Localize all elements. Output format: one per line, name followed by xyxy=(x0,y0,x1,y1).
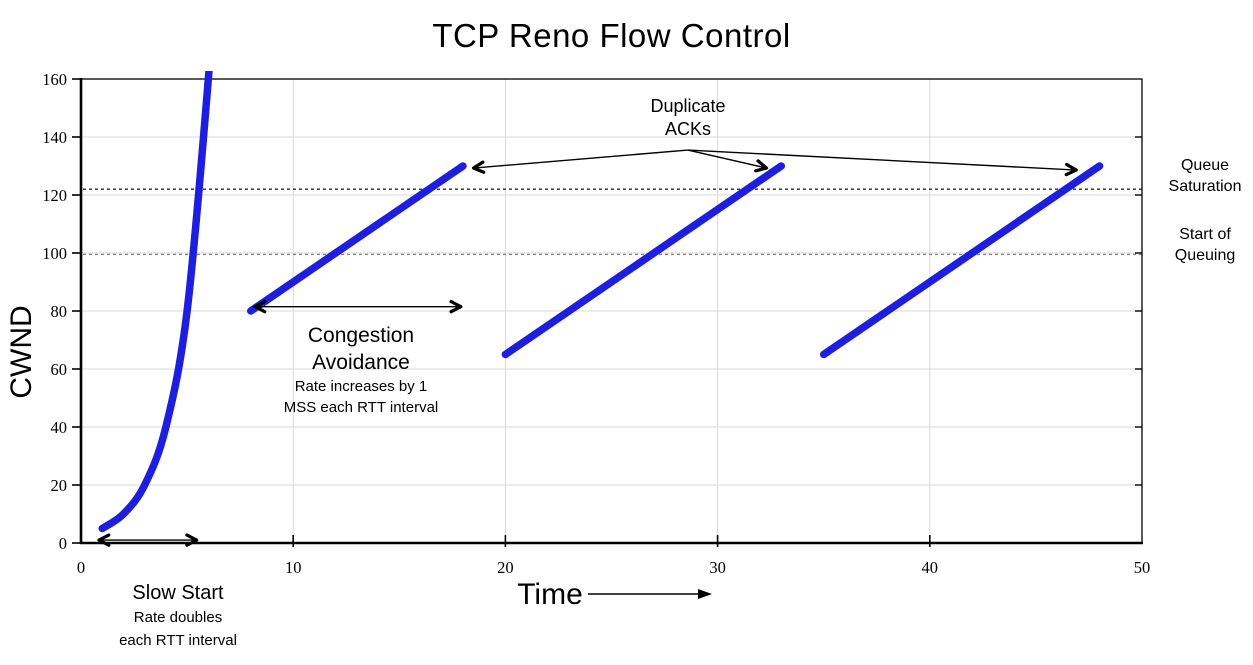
y-tick-label: 120 xyxy=(42,186,67,205)
y-tick-label: 80 xyxy=(51,302,68,321)
y-tick-label: 20 xyxy=(51,476,68,495)
y-tick-label: 0 xyxy=(59,534,67,553)
congestion-avoidance-note2: MSS each RTT interval xyxy=(283,399,439,416)
gridlines xyxy=(81,79,1142,543)
arrow-dup-ack-to-ramp2 xyxy=(687,149,769,173)
tick-labels: 0 20 40 60 80 100 120 140 160 0 10 20 30 40 50 xyxy=(42,70,1150,577)
arrow-slow-start-span xyxy=(97,533,199,547)
congestion-avoidance-line xyxy=(819,162,1104,359)
x-axis-label: Time xyxy=(517,578,583,611)
congestion-avoidance-title1: Congestion xyxy=(307,324,415,347)
slow-start-note2: each RTT interval xyxy=(119,632,237,649)
y-tick-label: 40 xyxy=(51,418,68,437)
y-tick-label: 140 xyxy=(42,128,67,147)
axes xyxy=(72,78,1143,547)
slow-start-note1: Rate doubles xyxy=(133,609,223,626)
annotation-arrows xyxy=(97,149,1078,547)
y-tick-label: 60 xyxy=(51,360,68,379)
arrow-congestion-avoidance-span xyxy=(253,299,463,314)
congestion-avoidance-title2: Avoidance xyxy=(312,351,410,374)
x-tick-label: 50 xyxy=(1134,558,1151,577)
x-tick-label: 20 xyxy=(497,558,514,577)
time-axis-arrow xyxy=(588,589,712,599)
congestion-avoidance-annotation: Congestion Avoidance Rate increases by 1… xyxy=(241,322,481,418)
start-of-queuing-label: Start of Queuing xyxy=(1145,224,1253,266)
series-lines xyxy=(98,71,1104,533)
congestion-avoidance-note1: Rate increases by 1 xyxy=(294,378,428,395)
slow-start-annotation: Slow Start Rate doubles each RTT interva… xyxy=(68,581,288,652)
y-axis-label: CWND xyxy=(5,305,38,399)
chart-title: TCP Reno Flow Control xyxy=(432,17,791,54)
arrow-dup-ack-to-ramp1 xyxy=(471,149,688,174)
y-tick-label: 160 xyxy=(42,70,67,89)
slow-start-line xyxy=(98,71,213,533)
start-of-queuing-line1: Start of xyxy=(1179,226,1231,243)
x-tick-label: 40 xyxy=(922,558,939,577)
queue-saturation-line2: Saturation xyxy=(1168,178,1242,195)
x-tick-label: 30 xyxy=(709,558,726,577)
arrow-dup-ack-to-ramp3 xyxy=(687,149,1078,177)
x-tick-label: 10 xyxy=(285,558,302,577)
slow-start-title: Slow Start xyxy=(132,582,224,604)
queue-saturation-line1: Queue xyxy=(1180,157,1230,174)
duplicate-acks-line2: ACKs xyxy=(664,119,711,139)
congestion-avoidance-line xyxy=(501,162,786,359)
x-tick-label: 0 xyxy=(77,558,85,577)
congestion-avoidance-line xyxy=(247,162,467,315)
queue-saturation-label: Queue Saturation xyxy=(1145,155,1253,197)
y-tick-label: 100 xyxy=(42,244,67,263)
start-of-queuing-line2: Queuing xyxy=(1174,247,1236,264)
duplicate-acks-line1: Duplicate xyxy=(650,96,726,116)
duplicate-acks-annotation: Duplicate ACKs xyxy=(608,95,768,141)
